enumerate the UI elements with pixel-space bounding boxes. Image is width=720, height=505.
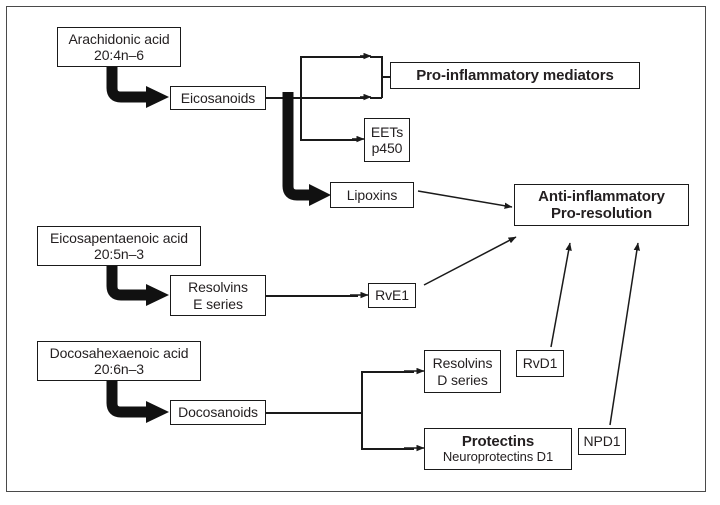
node-dha-line2: 20:6n–3 [94,361,144,377]
node-eets-line2: p450 [371,140,403,156]
node-npd1: NPD1 [578,428,626,455]
node-docosahexaenoic-acid: Docosahexaenoic acid 20:6n–3 [37,341,201,381]
node-anti-inflammatory-line2: Pro-resolution [550,205,653,222]
node-docosanoids-label: Docosanoids [178,404,258,421]
node-protectins-line1: Protectins [461,432,535,450]
node-eets-line1: EETs [370,123,404,140]
node-rvd1-label: RvD1 [522,355,558,372]
node-anti-inflammatory-line1: Anti-inflammatory [538,187,665,205]
node-arachidonic-acid: Arachidonic acid 20:4n–6 [57,27,181,67]
node-pro-inflammatory-mediators: Pro-inflammatory mediators [390,62,640,89]
node-resolvins-d-line2: D series [437,371,488,388]
node-eicosapentaenoic-acid: Eicosapentaenoic acid 20:5n–3 [37,226,201,266]
node-eicosanoids-label: Eicosanoids [180,89,256,106]
node-resolvins-e-series: Resolvins E series [170,275,266,316]
bracket-bottom-arm [370,97,382,99]
node-resolvins-e-line2: E series [193,295,243,312]
edge-resolvinse-to-rve1 [266,295,358,297]
node-protectins-line2: Neuroprotectins D1 [442,449,554,465]
edge-branch-riser [300,56,302,98]
edge-to-protectins [361,448,414,450]
node-rve1-label: RvE1 [375,287,409,304]
bracket-top-arm [370,56,382,58]
edge-branch-top [300,56,366,58]
node-anti-inflammatory-pro-resolution: Anti-inflammatory Pro-resolution [514,184,689,226]
node-resolvins-d-line1: Resolvins [432,355,493,372]
edge-branch-middle [300,97,366,99]
node-arachidonic-acid-line2: 20:4n–6 [94,47,144,63]
node-rvd1: RvD1 [516,350,564,377]
edge-docosanoids-stem [266,412,362,414]
node-dha-line1: Docosahexaenoic acid [49,344,189,361]
node-rve1: RvE1 [368,283,416,308]
node-pro-inflammatory-label: Pro-inflammatory mediators [416,66,614,84]
node-docosanoids: Docosanoids [170,400,266,425]
edge-eets-riser [300,97,302,140]
bracket-stub-to-box [381,76,390,78]
node-arachidonic-acid-line1: Arachidonic acid [68,30,170,47]
node-resolvins-d-series: Resolvins D series [424,350,501,393]
edge-eicosanoids-stem [266,97,302,99]
node-npd1-label: NPD1 [583,433,621,450]
edge-to-resolvinsd [361,371,414,373]
node-protectins: Protectins Neuroprotectins D1 [424,428,572,470]
edge-docosanoids-split [361,371,363,449]
node-eets-p450: EETs p450 [364,118,410,162]
node-resolvins-e-line1: Resolvins [188,279,248,296]
edge-eets-arm [300,139,358,141]
node-epa-line1: Eicosapentaenoic acid [50,229,188,246]
node-epa-line2: 20:5n–3 [94,246,144,262]
node-lipoxins: Lipoxins [330,182,414,208]
node-eicosanoids: Eicosanoids [170,86,266,110]
node-lipoxins-label: Lipoxins [346,186,398,203]
